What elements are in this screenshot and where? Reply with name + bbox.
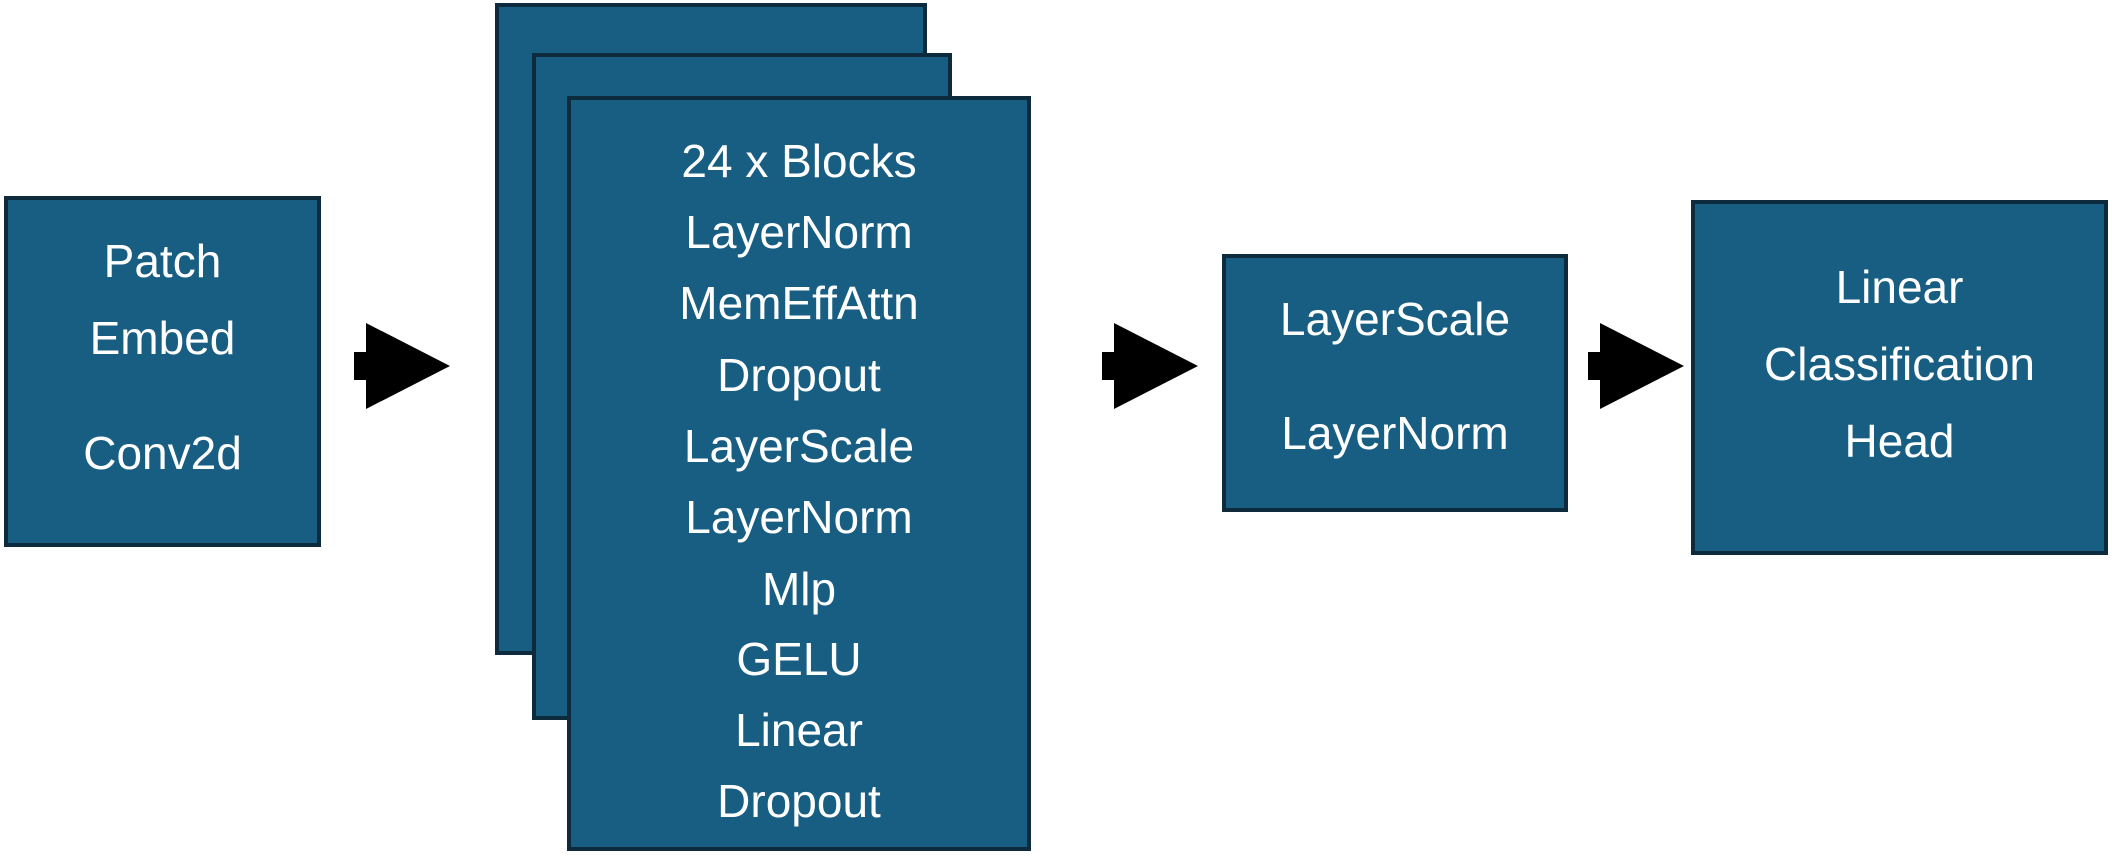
classification-head-box: Linear Classification Head: [1691, 200, 2108, 555]
block-layer: GELU: [736, 633, 862, 685]
block-layer: LayerScale: [683, 420, 915, 472]
block-layer: LayerNorm: [685, 206, 913, 258]
block-layer: LayerNorm: [685, 491, 913, 543]
patch-embed-line3: Conv2d: [83, 427, 242, 479]
head-line3: Head: [1844, 415, 1955, 467]
arrow-right-icon: [1586, 321, 1686, 411]
post-block-line1: LayerScale: [1279, 293, 1511, 345]
head-line2: Classification: [1764, 338, 2035, 390]
post-block-line2: LayerNorm: [1281, 407, 1509, 459]
block-layer: Dropout: [717, 775, 881, 827]
block-layer: Dropout: [717, 349, 881, 401]
blocks-box: 24 x Blocks LayerNorm MemEffAttn Dropout…: [567, 96, 1031, 851]
patch-embed-line1: Patch: [103, 235, 222, 287]
arrow-right-icon: [352, 321, 452, 411]
block-layer: Mlp: [761, 563, 837, 615]
patch-embed-line2: Embed: [89, 312, 236, 364]
post-block-box: LayerScale LayerNorm: [1222, 254, 1568, 512]
block-layer: MemEffAttn: [679, 277, 919, 329]
patch-embed-box: Patch Embed Conv2d: [4, 196, 321, 547]
arrow-right-icon: [1100, 321, 1200, 411]
head-line1: Linear: [1835, 261, 1964, 313]
block-layer: Linear: [735, 704, 863, 756]
blocks-title: 24 x Blocks: [681, 135, 917, 187]
